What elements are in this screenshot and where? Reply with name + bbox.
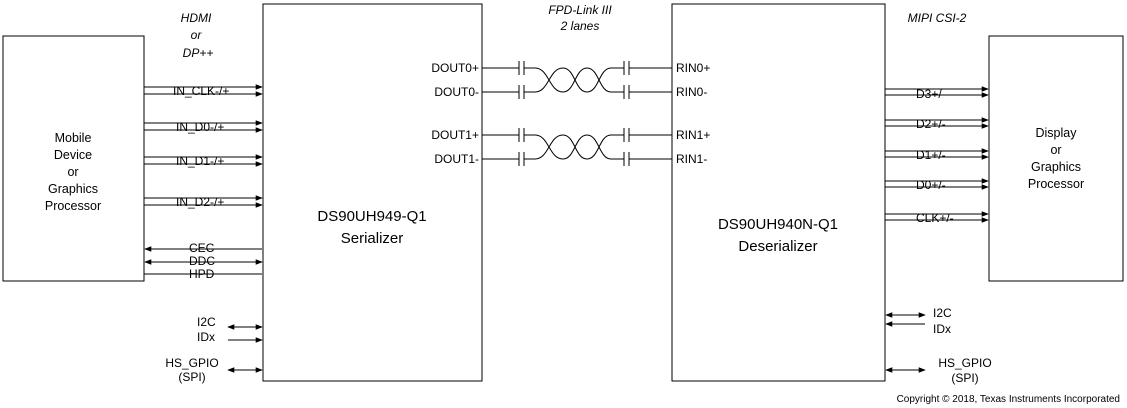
d2-label: D2+/-	[916, 117, 946, 131]
display-line3: Graphics	[1031, 160, 1081, 174]
mobile-device-line4: Graphics	[48, 182, 98, 196]
ser-idx-label: IDx	[197, 330, 215, 344]
sideband-signals	[144, 246, 263, 275]
mobile-device-line3: or	[67, 165, 78, 179]
mobile-device-line1: Mobile	[55, 131, 92, 145]
deserializer-output-pairs	[885, 86, 989, 223]
in-clk-label: IN_CLK-/+	[173, 84, 229, 98]
serializer-role: Serializer	[341, 230, 404, 247]
in-d0-label: IN_D0-/+	[176, 120, 224, 134]
rin1p-label: RIN1+	[676, 128, 710, 142]
d3-label: D3+/-	[916, 87, 946, 101]
mobile-device-block	[2, 35, 145, 282]
fpd-link-label: FPD-Link III	[548, 3, 612, 17]
serializer-control-signals	[227, 324, 263, 373]
deserializer-role: Deserializer	[738, 238, 817, 255]
in-d1-label: IN_D1-/+	[176, 154, 224, 168]
in-d2-label: IN_D2-/+	[176, 195, 224, 209]
display-line1: Display	[1036, 126, 1078, 140]
rin1n-label: RIN1-	[676, 152, 707, 166]
d1-label: D1+/-	[916, 148, 946, 162]
des-spi-label: (SPI)	[951, 371, 978, 385]
dout1p-label: DOUT1+	[431, 128, 479, 142]
deserializer-control-signals	[885, 312, 926, 373]
ddc-label: DDC	[189, 254, 215, 268]
des-idx-label: IDx	[933, 322, 951, 336]
hdmi-label: HDMI	[181, 11, 212, 25]
copyright-notice: Copyright © 2018, Texas Instruments Inco…	[897, 394, 1120, 405]
deserializer-block	[671, 3, 886, 382]
dout0n-label: DOUT0-	[434, 85, 479, 99]
mobile-device-line5: Processor	[45, 199, 101, 213]
fpd-link-lane-1	[482, 128, 672, 166]
dp-label: DP++	[183, 46, 214, 60]
display-line2: or	[1050, 143, 1061, 157]
deserializer-part-number: DS90UH940N-Q1	[718, 216, 838, 233]
display-block	[988, 35, 1124, 282]
mipi-csi-label: MIPI CSI-2	[908, 11, 967, 25]
d0-label: D0+/-	[916, 178, 946, 192]
serializer-part-number: DS90UH949-Q1	[317, 208, 426, 225]
hdmi-or-label: or	[191, 28, 203, 42]
cec-label: CEC	[189, 241, 215, 255]
fpd-link-lane-0	[482, 61, 672, 99]
mobile-device-line2: Device	[54, 148, 92, 162]
serializer-input-pairs	[144, 84, 263, 208]
des-i2c-label: I2C	[933, 306, 952, 320]
dout1n-label: DOUT1-	[434, 152, 479, 166]
ser-spi-label: (SPI)	[178, 370, 205, 384]
dout0p-label: DOUT0+	[431, 61, 479, 75]
des-hs-gpio-label: HS_GPIO	[938, 356, 991, 370]
fpd-lanes-label: 2 lanes	[560, 19, 600, 33]
rin0p-label: RIN0+	[676, 61, 710, 75]
ser-i2c-label: I2C	[197, 315, 216, 329]
rin0n-label: RIN0-	[676, 85, 707, 99]
serializer-block	[262, 3, 483, 382]
clk-label: CLK+/-	[916, 211, 954, 225]
hpd-label: HPD	[189, 267, 215, 281]
display-line4: Processor	[1028, 177, 1084, 191]
ser-hs-gpio-label: HS_GPIO	[165, 356, 218, 370]
